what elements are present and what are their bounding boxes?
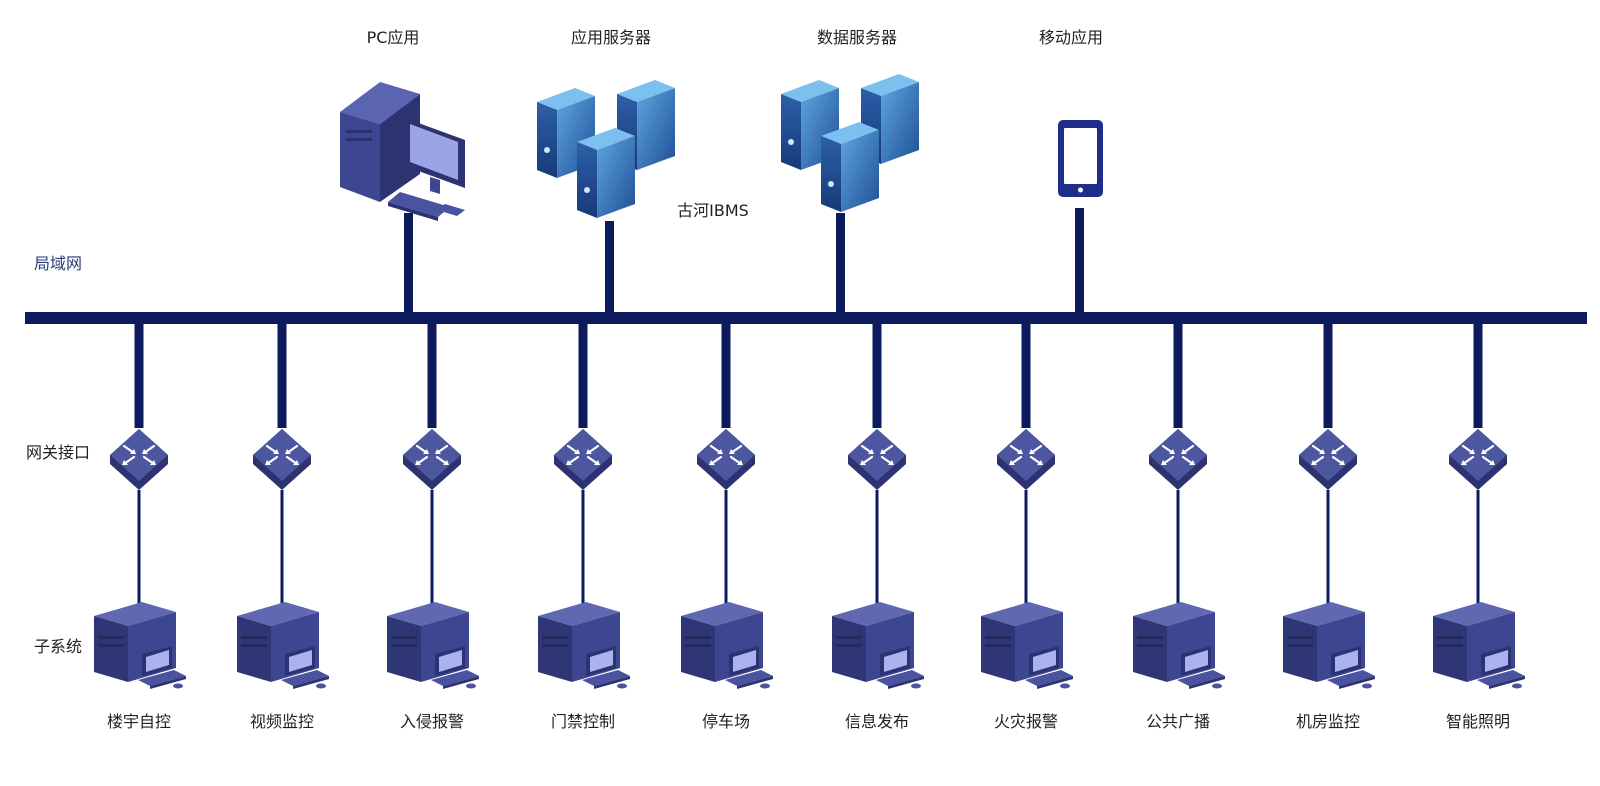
- bus-connector: [1473, 318, 1483, 428]
- subsystem-label: 公共广播: [1145, 712, 1211, 731]
- subsystem-label: 智能照明: [1445, 712, 1511, 731]
- subsystem-label: 机房监控: [1295, 712, 1361, 731]
- gateway-router-icon: [554, 429, 612, 490]
- app-server-cluster-icon: [537, 80, 675, 218]
- gateway-router-icon: [697, 429, 755, 490]
- gateway-link-line: [724, 490, 728, 610]
- subsystem-computer-icon: [981, 602, 1073, 689]
- subsystem-label: 门禁控制: [550, 712, 616, 731]
- gateway-router-icon: [1299, 429, 1357, 490]
- gateway-link-line: [280, 490, 284, 610]
- top-label-app-server: 应用服务器: [570, 28, 652, 47]
- subsystem-label: 入侵报警: [399, 712, 465, 731]
- subsystem-computer-icon: [1433, 602, 1525, 689]
- gateway-router-icon: [110, 429, 168, 490]
- row-label-lan: 局域网: [34, 254, 83, 273]
- subsystem-computer-icon: [387, 602, 479, 689]
- gateway-router-icon: [253, 429, 311, 490]
- platform-label: 古河IBMS: [677, 201, 749, 220]
- subsystem-computer-icon: [1133, 602, 1225, 689]
- subsystem-label: 停车场: [701, 712, 751, 731]
- gateway-layer: [94, 318, 1525, 689]
- gateway-router-icon: [997, 429, 1055, 490]
- bus-connector: [1323, 318, 1333, 428]
- pc-connector: [404, 213, 413, 315]
- gateway-link-line: [1176, 490, 1180, 610]
- subsystem-label: 信息发布: [844, 712, 910, 731]
- mobile-connector: [1075, 208, 1084, 315]
- subsystem-computer-icon: [681, 602, 773, 689]
- gateway-link-line: [430, 490, 434, 610]
- subsystem-computer-icon: [237, 602, 329, 689]
- pc-workstation-icon: [340, 82, 465, 221]
- row-label-subsystem: 子系统: [34, 637, 83, 656]
- app-server-connector: [605, 221, 614, 315]
- gateway-link-line: [137, 490, 141, 610]
- subsystem-label: 火灾报警: [993, 712, 1059, 731]
- subsystem-label: 视频监控: [249, 712, 315, 731]
- bus-connector: [277, 318, 287, 428]
- subsystem-label: 楼宇自控: [106, 712, 172, 731]
- bus-connector: [721, 318, 731, 428]
- gateway-router-icon: [403, 429, 461, 490]
- bus-connector: [134, 318, 144, 428]
- top-label-pc: PC应用: [366, 28, 420, 47]
- gateway-link-line: [1476, 490, 1480, 610]
- row-label-gateway: 网关接口: [26, 443, 91, 462]
- subsystem-computer-icon: [94, 602, 186, 689]
- bus-connector: [1021, 318, 1031, 428]
- gateway-router-icon: [1449, 429, 1507, 490]
- gateway-router-icon: [848, 429, 906, 490]
- lan-bus-line: [25, 312, 1587, 324]
- subsystem-computer-icon: [832, 602, 924, 689]
- top-label-mobile: 移动应用: [1038, 28, 1104, 47]
- data-server-connector: [836, 213, 845, 315]
- gateway-link-line: [1024, 490, 1028, 610]
- bus-connector: [1173, 318, 1183, 428]
- mobile-phone-icon: [1058, 120, 1103, 197]
- gateway-router-icon: [1149, 429, 1207, 490]
- gateway-link-line: [1326, 490, 1330, 610]
- bus-connector: [872, 318, 882, 428]
- gateway-link-line: [581, 490, 585, 610]
- subsystem-computer-icon: [1283, 602, 1375, 689]
- top-label-data-server: 数据服务器: [816, 28, 898, 47]
- data-server-cluster-icon: [781, 74, 919, 212]
- bus-connector: [427, 318, 437, 428]
- gateway-link-line: [875, 490, 879, 610]
- subsystem-computer-icon: [538, 602, 630, 689]
- bus-connector: [578, 318, 588, 428]
